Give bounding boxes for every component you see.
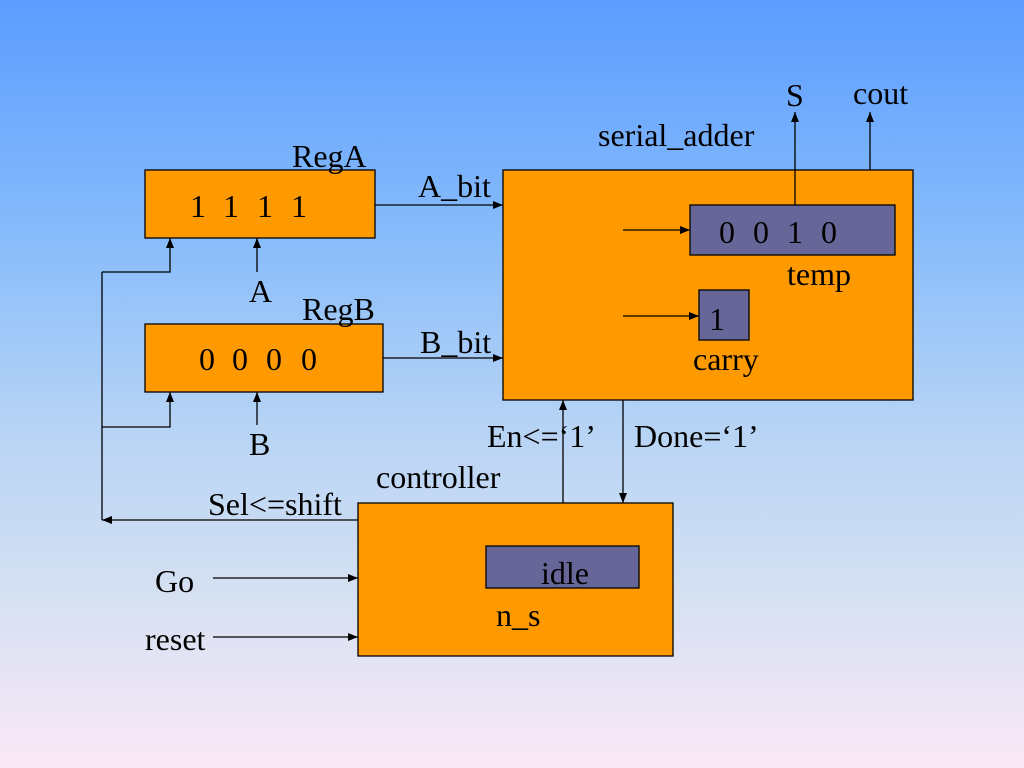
rega-bit: 1: [190, 188, 206, 224]
state-register-box: [485, 545, 640, 589]
cout-output-label: cout: [853, 75, 908, 111]
rega-label: RegA: [292, 138, 367, 174]
enable-signal-label: En<=‘1’: [487, 418, 596, 454]
done-signal-label: Done=‘1’: [634, 418, 759, 454]
rega-shift-arrow: [102, 238, 174, 273]
regb-box: [144, 323, 384, 393]
regb-bit: 0: [301, 341, 317, 377]
regb-label: RegB: [302, 291, 375, 327]
reset-input-label: reset: [145, 621, 206, 657]
b-bit-label: B_bit: [420, 324, 491, 360]
a-bit-label: A_bit: [418, 168, 491, 204]
rega-box: [144, 169, 376, 239]
state-value: idle: [541, 555, 589, 591]
temp-bit: 0: [821, 214, 837, 250]
carry-register-box: [698, 289, 750, 341]
rega-bit: 1: [223, 188, 239, 224]
temp-label: temp: [787, 256, 851, 292]
a-input-label: A: [249, 273, 272, 309]
sum-output-label: S: [786, 77, 804, 113]
controller-label: controller: [376, 459, 501, 495]
b-input-label: B: [249, 426, 270, 462]
rega-bit: 1: [257, 188, 273, 224]
carry-label: carry: [693, 341, 759, 377]
go-input-label: Go: [155, 563, 194, 599]
regb-bit: 0: [199, 341, 215, 377]
temp-register-box: [689, 204, 896, 256]
state-label: n_s: [496, 597, 540, 633]
sel-shift-label: Sel<=shift: [208, 486, 342, 522]
rega-bit: 1: [291, 188, 307, 224]
temp-bit: 0: [719, 214, 735, 250]
regb-bit: 0: [266, 341, 282, 377]
carry-bit: 1: [709, 301, 725, 337]
regb-bit: 0: [232, 341, 248, 377]
temp-bit: 0: [753, 214, 769, 250]
regb-shift-arrow: [102, 392, 174, 428]
temp-bit: 1: [787, 214, 803, 250]
serial-adder-label: serial_adder: [598, 117, 755, 153]
